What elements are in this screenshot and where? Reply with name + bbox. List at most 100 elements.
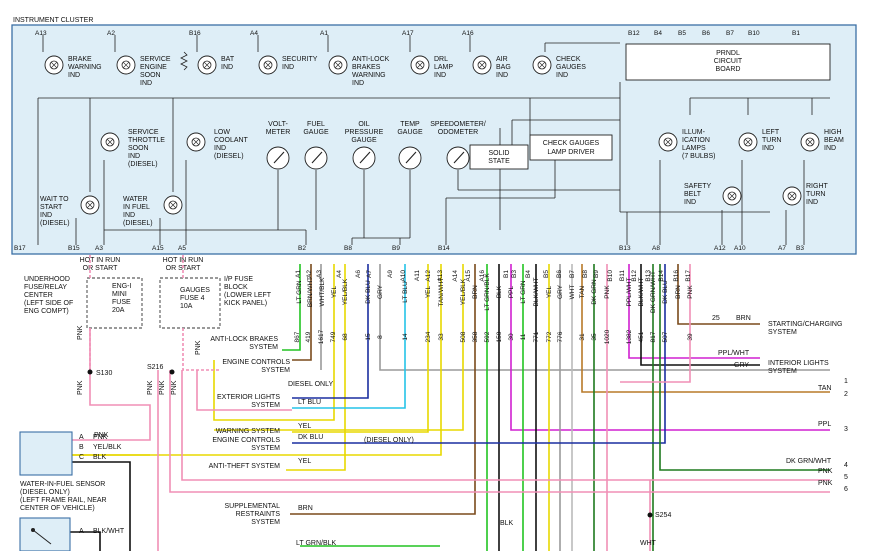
cluster-pin-a4: A4 (250, 30, 258, 37)
circuit-n22: 1020 (604, 329, 611, 344)
cluster-pin-b13: B13 (619, 245, 631, 252)
indicator-ses-label: IND (140, 80, 152, 87)
indicator-airbag-label: BAG (496, 64, 511, 71)
cluster-pin-a12: A12 (714, 245, 726, 252)
lamp-lturn-label: TURN (762, 137, 781, 144)
bulb-belt-icon (722, 186, 742, 206)
prndl-label: CIRCUIT (714, 58, 743, 65)
indicator-coolant-label: (DIESEL) (214, 153, 244, 160)
wif-sensor-label: CENTER OF VEHICLE) (20, 505, 95, 512)
cluster-indicators: BRAKEWARNINGINDSERVICEENGINESOONINDBATIN… (40, 55, 844, 227)
system-ext: EXTERIOR LIGHTS (217, 394, 280, 401)
wif-pin-a-label: BLK/WHT (93, 528, 125, 535)
cluster-pin-a8: A8 (652, 245, 660, 252)
wire-blk-gnd (72, 461, 131, 551)
gauge-speedo-label: ODOMETER (438, 129, 478, 136)
system-start: SYSTEM (768, 329, 797, 336)
gauges-fuse-label: GAUGES (180, 287, 210, 294)
cluster-pin-b1: B1 (792, 30, 800, 37)
lamp-rturn-label: RIGHT (806, 183, 829, 190)
ign-pin-pc: C (79, 454, 84, 461)
wire-color-c5: YEL/BLK (342, 278, 349, 305)
underhood-center-label: (LEFT SIDE OF (24, 300, 73, 307)
gauge-volt-icon (266, 146, 290, 170)
wire-color-c8: LT BLU (402, 281, 409, 303)
bulb-drl-icon (410, 55, 430, 75)
indicator-abs-label: ANTI-LOCK (352, 56, 390, 63)
wire-label-pnk_d2: PNK (159, 380, 166, 395)
wire-867 (282, 264, 301, 351)
gauges-fuse-label: 10A (180, 303, 193, 310)
cluster-pin-b14: B14 (438, 245, 450, 252)
wire-label-dk_blu: DK BLU (298, 434, 323, 441)
eng-fuse-label: FUSE (112, 299, 131, 306)
wire-label-c25: 25 (712, 315, 720, 322)
circuit-n10: 33 (438, 333, 445, 341)
indicator-wts-label: IND (40, 212, 52, 219)
cluster-pin-b7: B7 (726, 30, 734, 37)
ign-pin-pb: B (79, 444, 84, 451)
connector-pin-b3: B3 (511, 270, 518, 278)
ign-feed-ind-ctrl (19, 431, 73, 476)
lamp-driver-label: CHECK GAUGES (543, 140, 600, 147)
connector-pin-b13: B13 (645, 270, 652, 282)
ip-fuse-block-label: I/P FUSE (224, 276, 253, 283)
underhood-hot-label: HOT IN RUN (80, 257, 121, 264)
wire-label-brn_srs: BRN (298, 505, 313, 512)
wire-25 (677, 264, 760, 325)
wire-color-c10: TAN/WHT (438, 277, 445, 306)
gauge-fuel-label: GAUGE (303, 129, 329, 136)
system-start: STARTING/CHARGING (768, 321, 842, 328)
indicator-bat-label: IND (221, 64, 233, 71)
wire-419 (292, 264, 312, 361)
underhood-hot-label: OR START (83, 265, 118, 272)
indicator-wif-label: IND (123, 212, 135, 219)
wire-label-yel2: YEL (298, 458, 311, 465)
wire-label-pnk_d3: PNK (171, 380, 178, 395)
cluster-pin-b9: B9 (392, 245, 400, 252)
wire-label-ppl: PPL (818, 421, 831, 428)
indicator-coolant-label: IND (214, 145, 226, 152)
cluster-pin-b17: B17 (14, 245, 26, 252)
indicator-wts-label: START (40, 204, 63, 211)
circuit-n23: 1382 (626, 329, 633, 344)
solid-state-label: SOLID (488, 150, 509, 157)
cluster-gauges: VOLT-METERFUELGAUGEOILPRESSUREGAUGETEMPG… (266, 121, 486, 170)
system-abs_sys: SYSTEM (249, 344, 278, 351)
wire-color-c2: BRN/WHT (307, 277, 314, 307)
circuit-n16: 11 (520, 333, 527, 340)
circuit-n9: 234 (425, 331, 432, 342)
circuit-n12: 358 (472, 331, 479, 342)
wire-color-c18: YEL (546, 285, 553, 298)
ip-fuse-block-label: KICK PANEL) (224, 300, 267, 307)
gauge-fuel-label: FUEL (307, 121, 325, 128)
bulb-rturn-icon (782, 186, 802, 206)
indicator-wif-label: (DIESEL) (123, 220, 153, 227)
wire-8 (379, 264, 830, 371)
gauge-speedo-label: SPEEDOMETER/ (430, 121, 486, 128)
wire-label-lt_grn_blk: LT GRN/BLK (296, 540, 337, 547)
wire-label-gry: GRY (734, 362, 749, 369)
wire-blk-wht (70, 531, 101, 551)
indicator-wif-label: IN FUEL (123, 204, 150, 211)
fuse-blocks (86, 277, 221, 329)
wire-color-c21: TAN (579, 285, 586, 298)
wire-color-c7: GRY (377, 284, 384, 299)
bulb-security-icon (258, 55, 278, 75)
connector-pin-b17: B17 (685, 270, 692, 282)
lamp-belt-label: IND (684, 199, 696, 206)
bulb-airbag-icon (472, 55, 492, 75)
connector-pin-a14: A14 (452, 270, 459, 282)
bulb-ses-icon (116, 55, 136, 75)
indicator-wif-label: WATER (123, 196, 148, 203)
indicator-drl-label: IND (434, 72, 446, 79)
connector-pin-a10: A10 (400, 270, 407, 282)
wire-harness (68, 255, 830, 551)
indicator-ses-label: ENGINE (140, 64, 167, 71)
circuit-n14: 150 (496, 331, 503, 342)
wire-color-c22: DK GRN (591, 279, 598, 305)
connector-pin-b8: B8 (582, 270, 589, 278)
circuit-n26: 507 (662, 331, 669, 342)
